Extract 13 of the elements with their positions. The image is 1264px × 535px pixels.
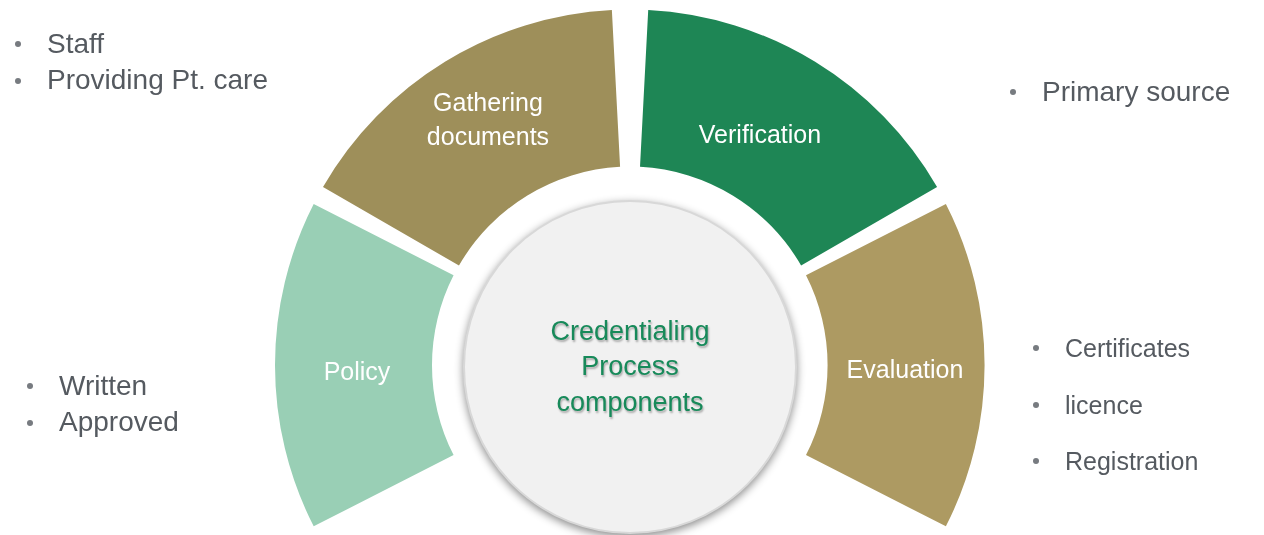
bullet-text: Approved: [59, 405, 179, 440]
segment-label: Gathering documents: [425, 87, 551, 152]
bullet-text: Registration: [1065, 446, 1199, 477]
bullet-text: Providing Pt. care: [47, 63, 268, 98]
bullet-text: Written: [59, 369, 148, 403]
bullet-text: Staff: [47, 27, 105, 61]
segment-label: Policy: [322, 356, 392, 388]
segment-label: Evaluation: [845, 354, 965, 386]
center-title: Credentialing Process components: [549, 315, 711, 419]
bullet-text: licence: [1065, 389, 1143, 421]
segment-label: Verification: [697, 119, 823, 151]
bullet-text: Primary source: [1042, 75, 1231, 109]
bullet-text: Certificates: [1065, 333, 1191, 364]
